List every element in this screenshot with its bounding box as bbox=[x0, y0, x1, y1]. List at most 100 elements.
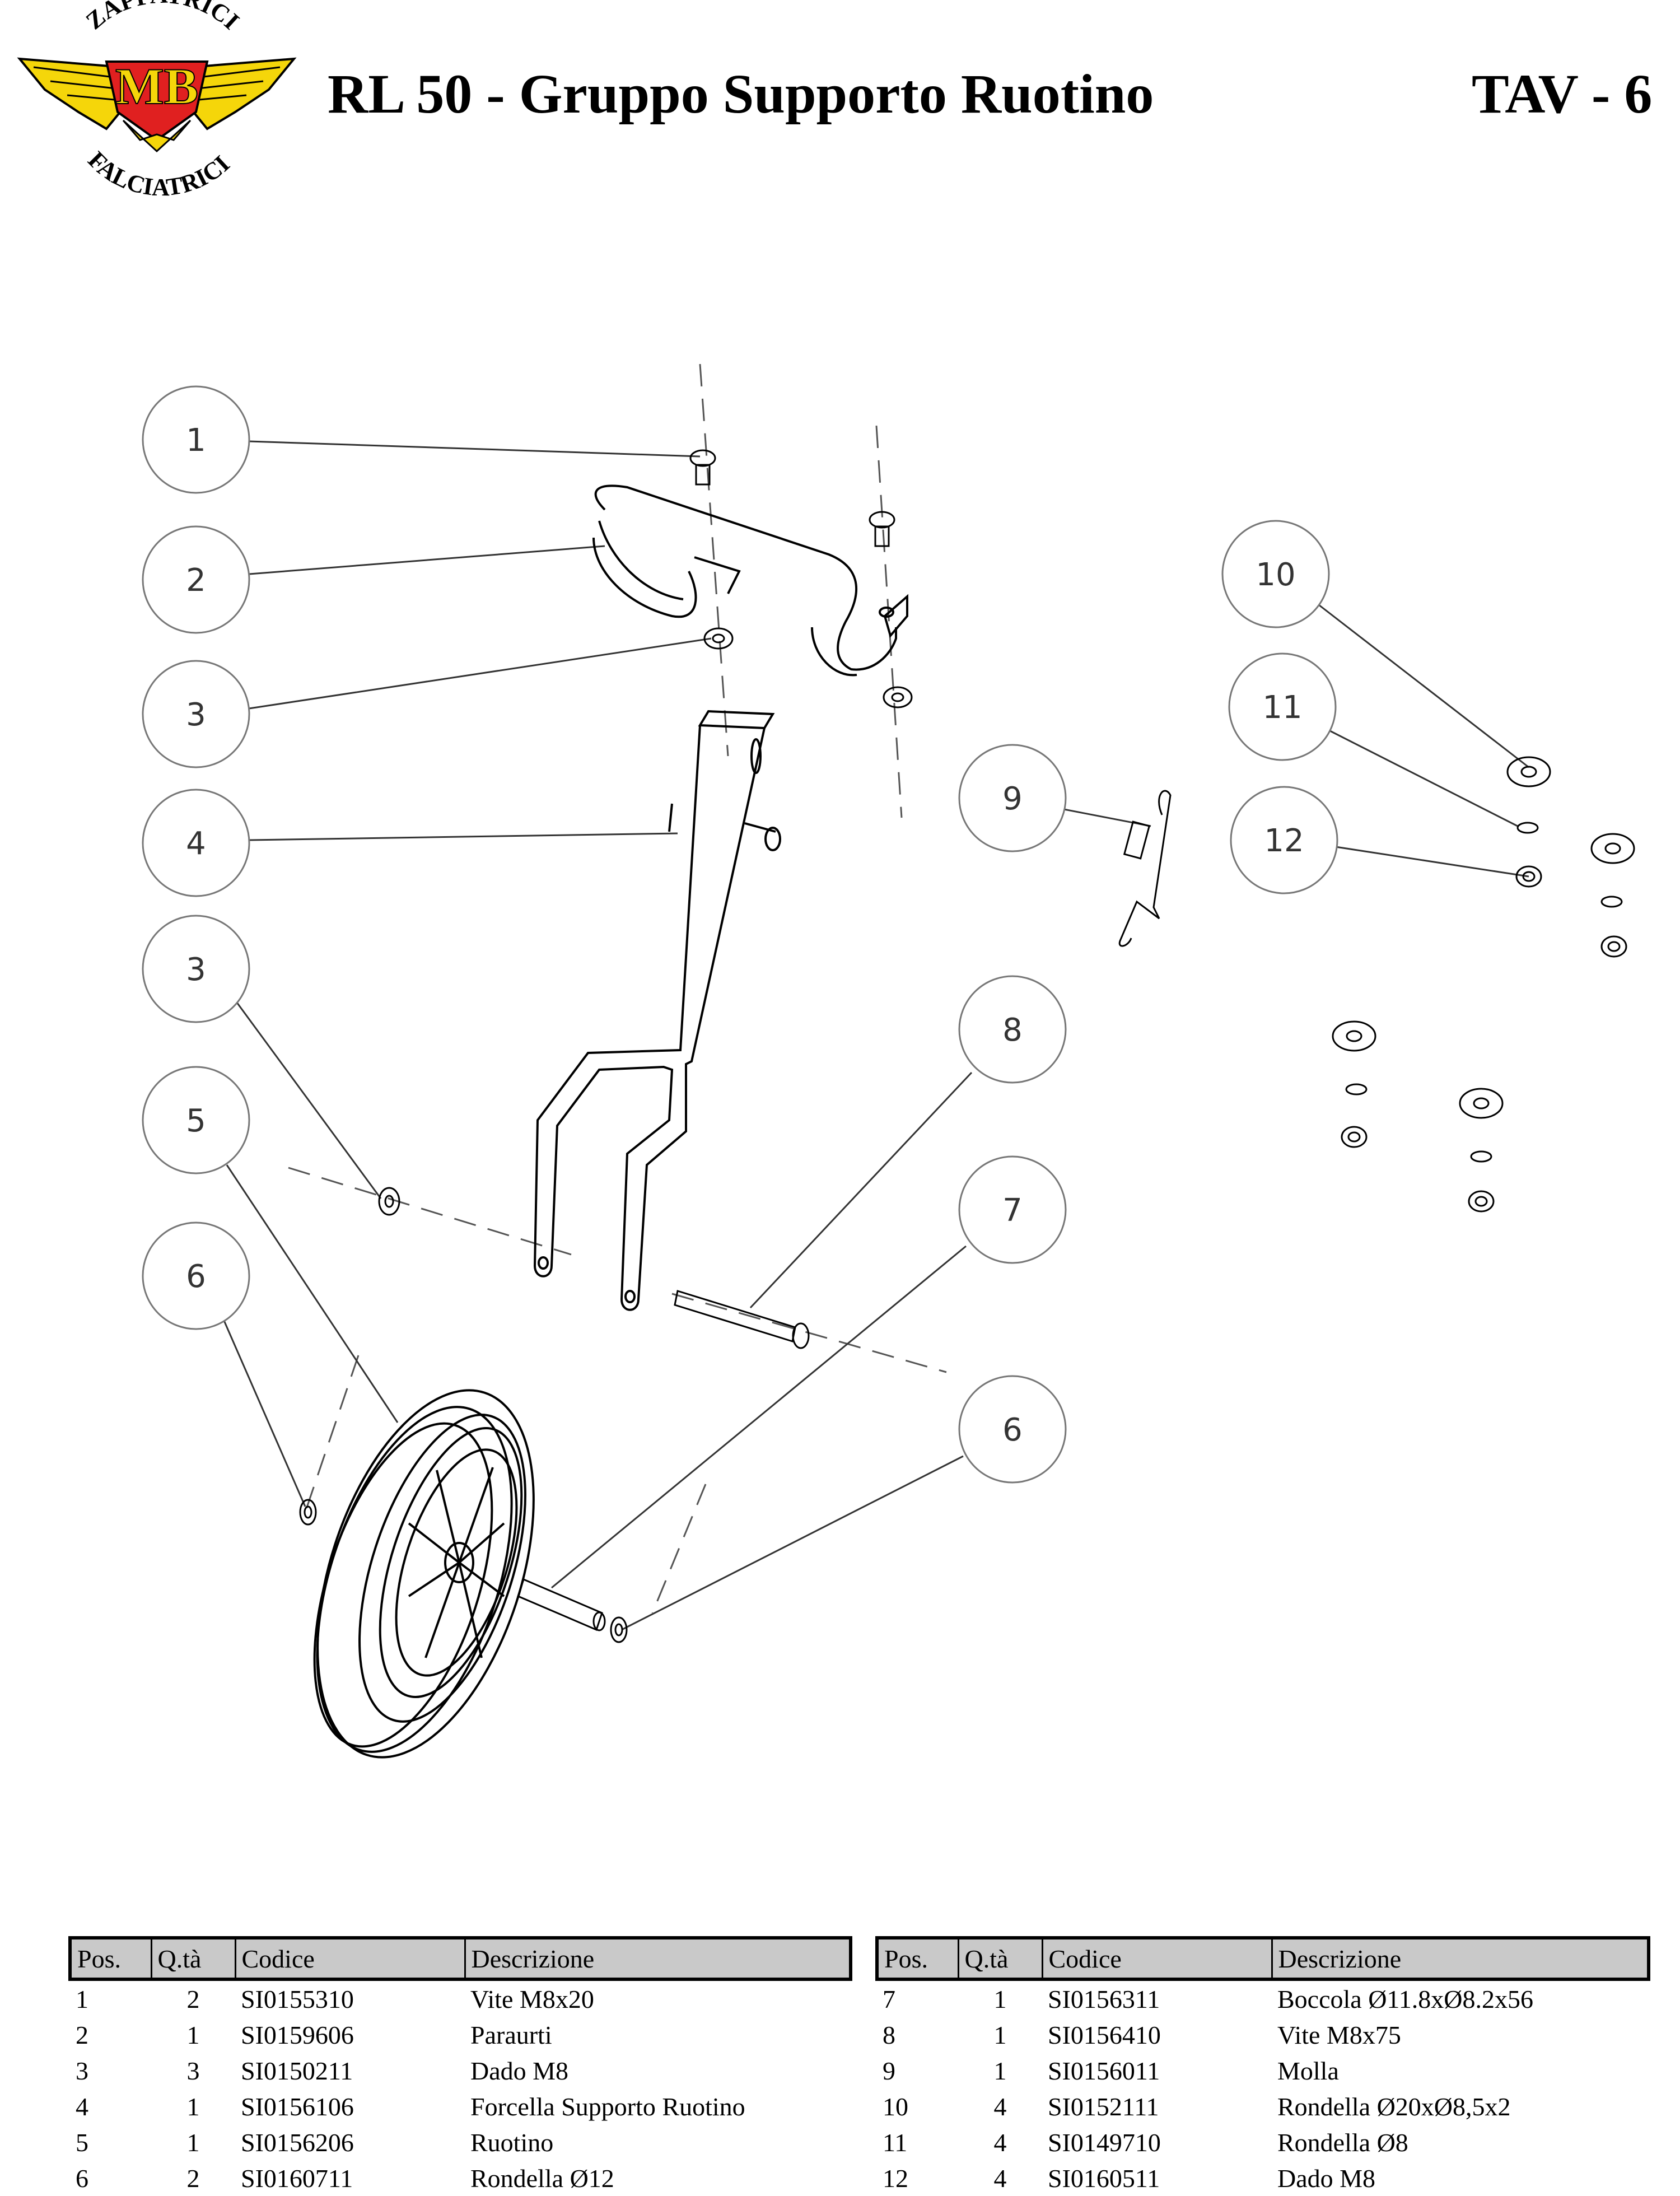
cell-desc: Rondella Ø12 bbox=[470, 2164, 614, 2193]
cell-qty: 1 bbox=[186, 2020, 200, 2049]
cell-qty: 2 bbox=[186, 2164, 200, 2193]
nut-part bbox=[703, 627, 913, 708]
cell-pos: 11 bbox=[883, 2128, 908, 2157]
cell-pos: 3 bbox=[76, 2056, 88, 2085]
logo-bottom-text: FALCIATRICI bbox=[83, 146, 235, 201]
wheel-part bbox=[313, 1389, 535, 1759]
col-qty: Q.tà bbox=[957, 1936, 1043, 1981]
assembly-lines bbox=[288, 363, 947, 1614]
callout-3: 3 bbox=[186, 697, 206, 733]
table-row: 4 1 SI0156106 Forcella Supporto Ruotino bbox=[70, 2088, 851, 2124]
cell-desc: Rondella Ø20xØ8,5x2 bbox=[1277, 2092, 1511, 2121]
callout-11: 11 bbox=[1262, 689, 1302, 726]
cell-pos: 5 bbox=[76, 2128, 88, 2157]
page-title: RL 50 - Gruppo Supporto Ruotino bbox=[328, 63, 1154, 125]
hardware-set bbox=[1332, 756, 1635, 1213]
table-row: 1 2 SI0155310 Vite M8x20 bbox=[70, 1979, 851, 2017]
callout-4: 4 bbox=[186, 826, 206, 862]
cell-code: SI0159606 bbox=[241, 2020, 354, 2049]
callout-5: 5 bbox=[186, 1103, 206, 1139]
col-code: Codice bbox=[234, 1936, 466, 1981]
exploded-diagram: 1 2 3 4 3 5 6 8 7 6 9 10 11 12 bbox=[142, 363, 1635, 1759]
callout-10: 10 bbox=[1256, 557, 1295, 593]
bumper-part bbox=[592, 484, 908, 677]
callout-labels: 1 2 3 4 3 5 6 8 7 6 9 10 11 12 bbox=[186, 422, 1304, 1448]
cell-code: SI0156011 bbox=[1048, 2056, 1160, 2085]
cell-qty: 4 bbox=[993, 2128, 1007, 2157]
table-header-row: Pos. Q.tà Codice Descrizione bbox=[68, 1936, 852, 1981]
col-desc: Descrizione bbox=[1271, 1936, 1650, 1981]
cell-qty: 4 bbox=[993, 2164, 1007, 2193]
parts-table-left: Pos. Q.tà Codice Descrizione 1 2 SI0155310… bbox=[68, 1936, 852, 2196]
callout-3b: 3 bbox=[186, 952, 206, 988]
table-row: 6 2 SI0160711 Rondella Ø12 bbox=[70, 2160, 851, 2196]
cell-pos: 7 bbox=[883, 1984, 895, 2013]
table-row: 10 4 SI0152111 Rondella Ø20xØ8,5x2 bbox=[877, 2088, 1649, 2124]
col-qty: Q.tà bbox=[150, 1936, 236, 1981]
cell-desc: Dado M8 bbox=[470, 2056, 569, 2085]
table-row: 7 1 SI0156311 Boccola Ø11.8xØ8.2x56 bbox=[877, 1979, 1649, 2017]
cell-desc: Paraurti bbox=[470, 2020, 552, 2049]
leader-lines bbox=[217, 440, 1529, 1631]
spring-part bbox=[1118, 790, 1172, 947]
col-pos: Pos. bbox=[68, 1936, 152, 1981]
washer-part bbox=[299, 1187, 628, 1643]
cell-qty: 2 bbox=[186, 1984, 200, 2013]
table-row: 3 3 SI0150211 Dado M8 bbox=[70, 2053, 851, 2088]
cell-code: SI0156106 bbox=[241, 2092, 354, 2121]
callout-6b: 6 bbox=[1002, 1412, 1023, 1448]
cell-desc: Molla bbox=[1277, 2056, 1339, 2085]
logo-center-text: MB bbox=[115, 58, 198, 115]
col-code: Codice bbox=[1041, 1936, 1273, 1981]
cell-pos: 4 bbox=[76, 2092, 88, 2121]
cell-qty: 1 bbox=[186, 2128, 200, 2157]
cell-qty: 1 bbox=[993, 2020, 1007, 2049]
parts-table-right: Pos. Q.tà Codice Descrizione 7 1 SI0156311… bbox=[875, 1936, 1650, 2196]
cell-desc: Ruotino bbox=[470, 2128, 554, 2157]
cell-code: SI0150211 bbox=[241, 2056, 353, 2085]
callout-6: 6 bbox=[186, 1258, 206, 1295]
cell-code: SI0155310 bbox=[241, 1984, 354, 2013]
cell-desc: Vite M8x20 bbox=[470, 1984, 594, 2013]
cell-qty: 1 bbox=[993, 1984, 1007, 2013]
logo-wings bbox=[17, 57, 297, 130]
table-row: 12 4 SI0160511 Dado M8 bbox=[877, 2160, 1649, 2196]
cell-desc: Forcella Supporto Ruotino bbox=[470, 2092, 745, 2121]
cell-desc: Dado M8 bbox=[1277, 2164, 1376, 2193]
sheet-number: TAV - 6 bbox=[1472, 63, 1653, 125]
table-row: 2 1 SI0159606 Paraurti bbox=[70, 2017, 851, 2053]
cell-desc: Rondella Ø8 bbox=[1277, 2128, 1408, 2157]
cell-qty: 4 bbox=[993, 2092, 1007, 2121]
cell-qty: 3 bbox=[186, 2056, 200, 2085]
cell-qty: 1 bbox=[186, 2092, 200, 2121]
callout-8: 8 bbox=[1002, 1012, 1023, 1048]
cell-pos: 1 bbox=[76, 1984, 88, 2013]
cell-desc: Vite M8x75 bbox=[1277, 2020, 1401, 2049]
cell-code: SI0156206 bbox=[241, 2128, 354, 2157]
long-screw-part bbox=[674, 1290, 810, 1349]
callout-7: 7 bbox=[1002, 1192, 1023, 1229]
callout-12: 12 bbox=[1264, 823, 1304, 859]
cell-pos: 6 bbox=[76, 2164, 88, 2193]
table-header-row: Pos. Q.tà Codice Descrizione bbox=[875, 1936, 1650, 1981]
cell-pos: 10 bbox=[883, 2092, 908, 2121]
cell-code: SI0156311 bbox=[1048, 1984, 1160, 2013]
callout-2: 2 bbox=[186, 562, 206, 599]
col-desc: Descrizione bbox=[464, 1936, 852, 1981]
cell-code: SI0156410 bbox=[1048, 2020, 1161, 2049]
cell-pos: 2 bbox=[76, 2020, 88, 2049]
cell-code: SI0160711 bbox=[241, 2164, 353, 2193]
cell-pos: 9 bbox=[883, 2056, 895, 2085]
cell-desc: Boccola Ø11.8xØ8.2x56 bbox=[1277, 1984, 1533, 2013]
bolt-part bbox=[689, 449, 895, 547]
fork-support-part bbox=[533, 710, 781, 1311]
cell-code: SI0160511 bbox=[1048, 2164, 1160, 2193]
logo-top-text: ZAPPATRICI bbox=[81, 0, 245, 35]
cell-code: SI0152111 bbox=[1048, 2092, 1159, 2121]
callout-markers bbox=[142, 385, 1338, 1484]
cell-pos: 12 bbox=[883, 2164, 908, 2193]
callout-1: 1 bbox=[186, 422, 206, 459]
